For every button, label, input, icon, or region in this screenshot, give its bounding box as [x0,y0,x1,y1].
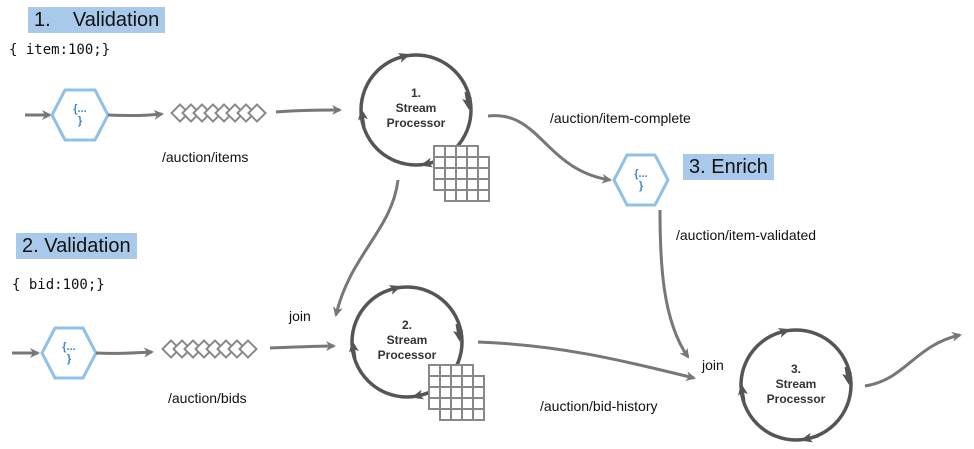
enrich-hex-glyph: {...} [634,168,648,192]
item-payload: { item:100;} [9,42,111,58]
arrow-processor-1-to-processor-2 [332,179,400,317]
topic-item-complete-label: /auction/item-complete [550,110,691,126]
topic-items-label: /auction/items [162,149,249,165]
state-store-grid-icon [428,364,485,421]
step-3-heading: 3. Enrich [683,154,774,180]
bid-hex-glyph: {...} [62,341,76,365]
step-2-heading: 2. Validation [16,233,137,259]
topic-bid-history-label: /auction/bid-history [540,398,658,414]
join-label-processor-3: join [702,357,724,373]
state-store-grid-icon [433,145,490,202]
stream-processor-cycle-icon [738,328,853,443]
item-hex-glyph: {...} [73,103,87,127]
arrow-queue-to-processor-2 [269,341,336,352]
topic-bids-label: /auction/bids [168,390,247,406]
step-1-heading: 1. Validation [28,7,166,33]
arrow-queue-to-processor-1 [275,105,342,116]
arrow-hex-to-queue-bids [95,347,154,358]
stream-processor-cycle-icon [349,285,464,400]
event-hexagon-icon [612,153,670,207]
topic-item-validated-label: /auction/item-validated [676,227,817,243]
join-label-processor-2: join [289,308,311,324]
arrow-hex-to-queue-items [107,109,164,120]
event-hexagon-icon [40,326,98,380]
event-queue-icon [170,103,267,123]
stream-processor-cycle-icon [358,53,473,168]
event-hexagon-icon [50,88,110,142]
arrow-processor-2-to-processor-3 [477,340,696,381]
event-queue-icon [161,339,258,359]
arrow-processor-3-output [864,331,962,388]
bid-payload: { bid:100;} [12,277,105,293]
arrow-enrich-to-processor-3 [658,209,690,359]
arrow-processor-1-to-enrich [487,114,612,184]
